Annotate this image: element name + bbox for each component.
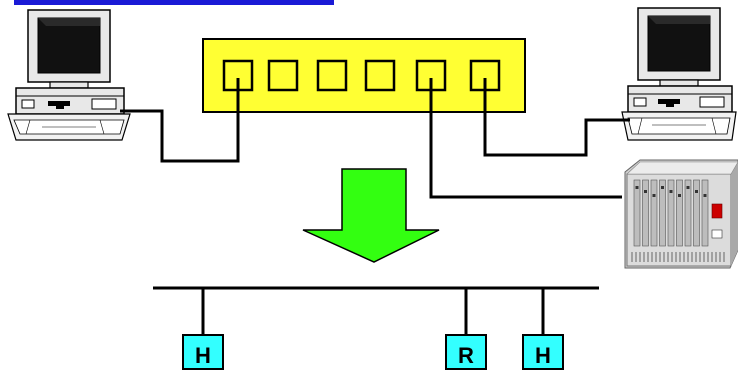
router-card-led <box>644 190 647 193</box>
bus-node-router: R <box>445 334 487 370</box>
router-card-slot <box>642 179 649 247</box>
router-card-led <box>635 186 639 189</box>
router-card-slot <box>633 179 641 247</box>
router-card-led <box>686 186 690 189</box>
router-card-slot <box>684 179 692 247</box>
rack-router-icon <box>624 159 738 269</box>
hub-port <box>364 59 396 92</box>
down-arrow-icon <box>302 168 440 263</box>
router-card-led <box>695 190 698 193</box>
bus-node-label: R <box>458 343 474 368</box>
router-card-slot <box>667 179 675 247</box>
router-card-led <box>703 194 707 197</box>
bus-node-label: H <box>195 343 211 368</box>
router-card-led <box>678 194 681 197</box>
router-card-slot <box>659 179 666 247</box>
router-card-led <box>652 194 656 197</box>
router-card-led <box>669 190 673 193</box>
router-card-led <box>661 186 664 189</box>
cable-hub-to-router <box>429 78 622 199</box>
router-card-slot <box>676 179 683 247</box>
router-card-slot <box>650 179 658 247</box>
bus-node-host: H <box>522 334 564 370</box>
bus-node-label: H <box>535 343 551 368</box>
bus-node-host: H <box>182 334 224 370</box>
hub-port <box>316 59 348 92</box>
cable-hub-to-right-computer <box>483 78 630 157</box>
title-banner-strip <box>14 0 334 5</box>
router-card-slot <box>693 179 700 247</box>
router-card-slot <box>701 179 709 247</box>
cable-left-computer-to-hub <box>120 78 240 163</box>
desktop-computer-icon <box>7 9 131 141</box>
desktop-computer-icon <box>621 7 737 141</box>
hub-port <box>267 59 299 92</box>
